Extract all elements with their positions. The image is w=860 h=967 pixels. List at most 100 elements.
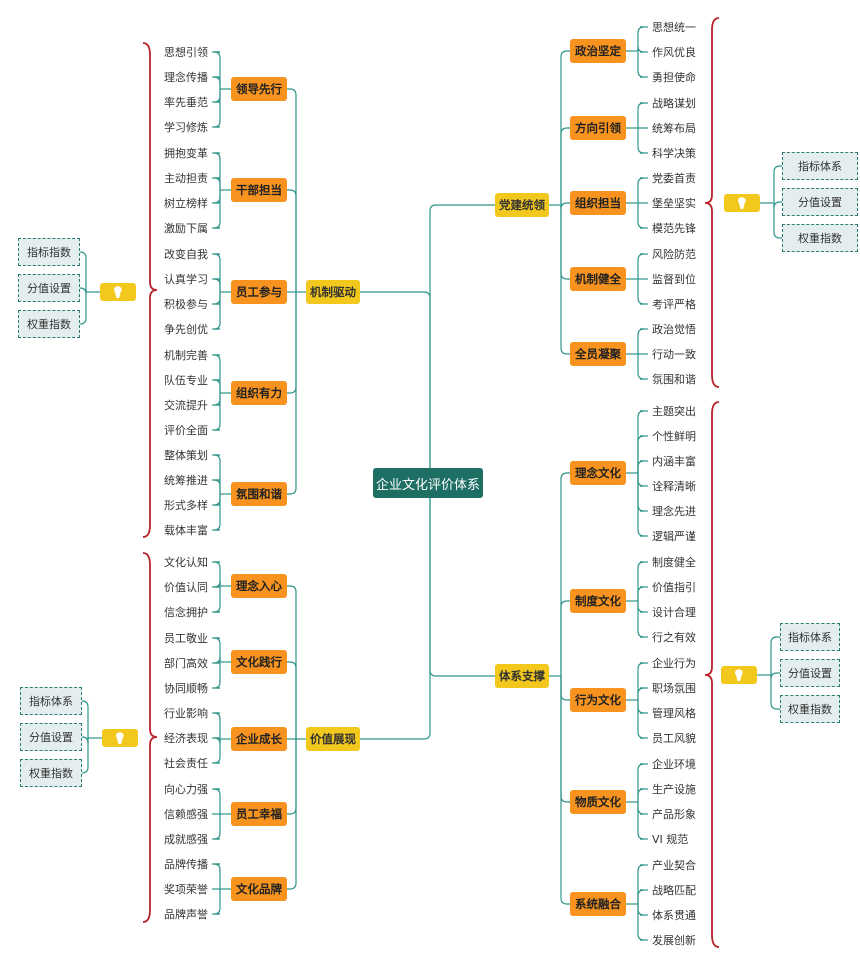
subtopic[interactable]: 组织有力 xyxy=(231,381,287,405)
subtopic[interactable]: 氛围和谐 xyxy=(231,482,287,506)
summary-item[interactable]: 指标体系 xyxy=(20,687,82,715)
leaf-topic[interactable]: 思想统一 xyxy=(652,21,696,34)
leaf-topic[interactable]: 理念传播 xyxy=(164,71,208,84)
leaf-topic[interactable]: 作风优良 xyxy=(652,46,696,59)
leaf-topic[interactable]: 积极参与 xyxy=(164,298,208,311)
leaf-topic[interactable]: 思想引领 xyxy=(164,46,208,59)
leaf-topic[interactable]: 信赖感强 xyxy=(164,808,208,821)
leaf-topic[interactable]: 协同顺畅 xyxy=(164,682,208,695)
summary-topic[interactable]: 💡 xyxy=(102,729,138,747)
leaf-topic[interactable]: 队伍专业 xyxy=(164,374,208,387)
subtopic[interactable]: 组织担当 xyxy=(570,191,626,215)
summary-item[interactable]: 权重指数 xyxy=(20,759,82,787)
leaf-topic[interactable]: 载体丰富 xyxy=(164,524,208,537)
leaf-topic[interactable]: 诠释清晰 xyxy=(652,480,696,493)
leaf-topic[interactable]: 职场氛围 xyxy=(652,682,696,695)
leaf-topic[interactable]: 设计合理 xyxy=(652,606,696,619)
leaf-topic[interactable]: 树立榜样 xyxy=(164,197,208,210)
leaf-topic[interactable]: 战略匹配 xyxy=(652,884,696,897)
summary-item[interactable]: 权重指数 xyxy=(782,224,858,252)
subtopic[interactable]: 理念入心 xyxy=(231,574,287,598)
leaf-topic[interactable]: 氛围和谐 xyxy=(652,373,696,386)
leaf-topic[interactable]: 成就感强 xyxy=(164,833,208,846)
leaf-topic[interactable]: 品牌声誉 xyxy=(164,908,208,921)
leaf-topic[interactable]: 奖项荣誉 xyxy=(164,883,208,896)
leaf-topic[interactable]: 员工风貌 xyxy=(652,732,696,745)
leaf-topic[interactable]: 制度健全 xyxy=(652,556,696,569)
subtopic[interactable]: 员工参与 xyxy=(231,280,287,304)
leaf-topic[interactable]: 价值指引 xyxy=(652,581,696,594)
root-topic[interactable]: 企业文化评价体系 xyxy=(373,468,483,498)
leaf-topic[interactable]: 统筹布局 xyxy=(652,122,696,135)
leaf-topic[interactable]: 管理风格 xyxy=(652,707,696,720)
leaf-topic[interactable]: 体系贯通 xyxy=(652,909,696,922)
leaf-topic[interactable]: 率先垂范 xyxy=(164,96,208,109)
summary-item[interactable]: 指标体系 xyxy=(782,152,858,180)
summary-topic[interactable]: 💡 xyxy=(724,194,760,212)
leaf-topic[interactable]: 考评严格 xyxy=(652,298,696,311)
leaf-topic[interactable]: 风险防范 xyxy=(652,248,696,261)
leaf-topic[interactable]: VI 规范 xyxy=(652,833,689,846)
leaf-topic[interactable]: 企业行为 xyxy=(652,657,696,670)
subtopic[interactable]: 系统融合 xyxy=(570,892,626,916)
leaf-topic[interactable]: 逻辑严谨 xyxy=(652,530,696,543)
subtopic[interactable]: 方向引领 xyxy=(570,116,626,140)
leaf-topic[interactable]: 形式多样 xyxy=(164,499,208,512)
leaf-topic[interactable]: 政治觉悟 xyxy=(652,323,696,336)
leaf-topic[interactable]: 整体策划 xyxy=(164,449,208,462)
leaf-topic[interactable]: 行之有效 xyxy=(652,631,696,644)
leaf-topic[interactable]: 科学决策 xyxy=(652,147,696,160)
leaf-topic[interactable]: 员工敬业 xyxy=(164,632,208,645)
subtopic[interactable]: 政治坚定 xyxy=(570,39,626,63)
leaf-topic[interactable]: 品牌传播 xyxy=(164,858,208,871)
leaf-topic[interactable]: 机制完善 xyxy=(164,349,208,362)
subtopic[interactable]: 企业成长 xyxy=(231,727,287,751)
leaf-topic[interactable]: 改变自我 xyxy=(164,248,208,261)
subtopic[interactable]: 领导先行 xyxy=(231,77,287,101)
summary-item[interactable]: 指标体系 xyxy=(780,623,840,651)
leaf-topic[interactable]: 发展创新 xyxy=(652,934,696,947)
leaf-topic[interactable]: 理念先进 xyxy=(652,505,696,518)
leaf-topic[interactable]: 主题突出 xyxy=(652,405,696,418)
leaf-topic[interactable]: 战略谋划 xyxy=(652,97,696,110)
leaf-topic[interactable]: 个性鲜明 xyxy=(652,430,696,443)
summary-topic[interactable]: 💡 xyxy=(100,283,136,301)
leaf-topic[interactable]: 认真学习 xyxy=(164,273,208,286)
leaf-topic[interactable]: 企业环境 xyxy=(652,758,696,771)
leaf-topic[interactable]: 堡垒坚实 xyxy=(652,197,696,210)
summary-item[interactable]: 分值设置 xyxy=(780,659,840,687)
summary-item[interactable]: 分值设置 xyxy=(18,274,80,302)
leaf-topic[interactable]: 拥抱变革 xyxy=(164,147,208,160)
subtopic[interactable]: 行为文化 xyxy=(570,688,626,712)
summary-item[interactable]: 权重指数 xyxy=(18,310,80,338)
summary-item[interactable]: 权重指数 xyxy=(780,695,840,723)
subtopic[interactable]: 文化品牌 xyxy=(231,877,287,901)
branch-topic[interactable]: 党建统领 xyxy=(495,193,549,217)
leaf-topic[interactable]: 行业影响 xyxy=(164,707,208,720)
branch-topic[interactable]: 价值展现 xyxy=(306,727,360,751)
leaf-topic[interactable]: 学习修炼 xyxy=(164,121,208,134)
subtopic[interactable]: 机制健全 xyxy=(570,267,626,291)
summary-topic[interactable]: 💡 xyxy=(721,666,757,684)
subtopic[interactable]: 物质文化 xyxy=(570,790,626,814)
leaf-topic[interactable]: 生产设施 xyxy=(652,783,696,796)
leaf-topic[interactable]: 文化认知 xyxy=(164,556,208,569)
leaf-topic[interactable]: 模范先锋 xyxy=(652,222,696,235)
leaf-topic[interactable]: 党委首责 xyxy=(652,172,696,185)
leaf-topic[interactable]: 经济表现 xyxy=(164,732,208,745)
leaf-topic[interactable]: 激励下属 xyxy=(164,222,208,235)
leaf-topic[interactable]: 部门高效 xyxy=(164,657,208,670)
subtopic[interactable]: 干部担当 xyxy=(231,178,287,202)
summary-item[interactable]: 分值设置 xyxy=(782,188,858,216)
leaf-topic[interactable]: 向心力强 xyxy=(164,783,208,796)
subtopic[interactable]: 全员凝聚 xyxy=(570,342,626,366)
leaf-topic[interactable]: 勇担使命 xyxy=(652,71,696,84)
leaf-topic[interactable]: 内涵丰富 xyxy=(652,455,696,468)
leaf-topic[interactable]: 交流提升 xyxy=(164,399,208,412)
leaf-topic[interactable]: 价值认同 xyxy=(164,581,208,594)
leaf-topic[interactable]: 统筹推进 xyxy=(164,474,208,487)
summary-item[interactable]: 分值设置 xyxy=(20,723,82,751)
leaf-topic[interactable]: 评价全面 xyxy=(164,424,208,437)
summary-item[interactable]: 指标指数 xyxy=(18,238,80,266)
branch-topic[interactable]: 机制驱动 xyxy=(306,280,360,304)
